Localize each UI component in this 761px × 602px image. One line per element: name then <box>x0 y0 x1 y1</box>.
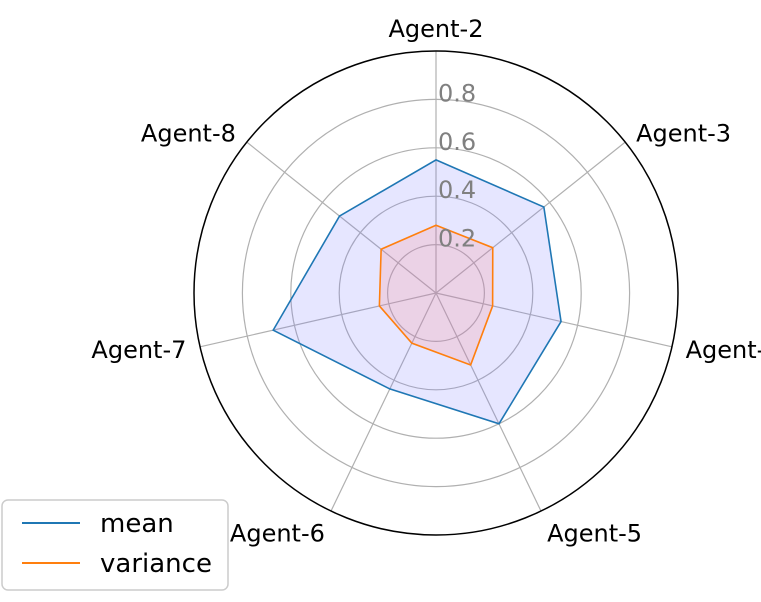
radar-labels: 0.2 0.4 0.6 0.8 Agent-2Agent-3Agent-4Agent-5… <box>91 15 761 548</box>
legend-label-mean: mean <box>100 509 174 539</box>
outer-frame <box>193 50 679 536</box>
radar-grid <box>193 50 679 536</box>
r-tick-label: 0.6 <box>438 128 476 156</box>
axis-label-agent-5: Agent-5 <box>547 520 642 548</box>
r-tick-label: 0.2 <box>438 225 476 253</box>
r-tick-label: 0.4 <box>438 176 476 204</box>
axis-label-agent-6: Agent-6 <box>230 520 325 548</box>
series-fill-variance <box>379 225 493 365</box>
spoke-agent-6 <box>330 292 437 512</box>
spoke-agent-8 <box>246 141 437 294</box>
axis-label-agent-2: Agent-2 <box>389 15 484 43</box>
axis-label-agent-4: Agent-4 <box>686 336 761 364</box>
spoke-agent-4 <box>435 292 673 348</box>
series-line-mean <box>272 159 562 425</box>
axis-label-agent-3: Agent-3 <box>636 119 731 147</box>
spoke-agent-3 <box>435 141 626 294</box>
legend-label-variance: variance <box>100 549 212 579</box>
radar-series <box>272 159 562 425</box>
axis-label-agent-7: Agent-7 <box>91 336 186 364</box>
r-tick-label: 0.8 <box>438 79 476 107</box>
legend: mean variance <box>1 499 229 591</box>
series-line-variance <box>378 224 494 366</box>
series-fill-mean <box>273 159 562 424</box>
spoke-agent-7 <box>199 292 437 348</box>
spoke-agent-5 <box>435 292 542 512</box>
axis-label-agent-8: Agent-8 <box>141 119 236 147</box>
